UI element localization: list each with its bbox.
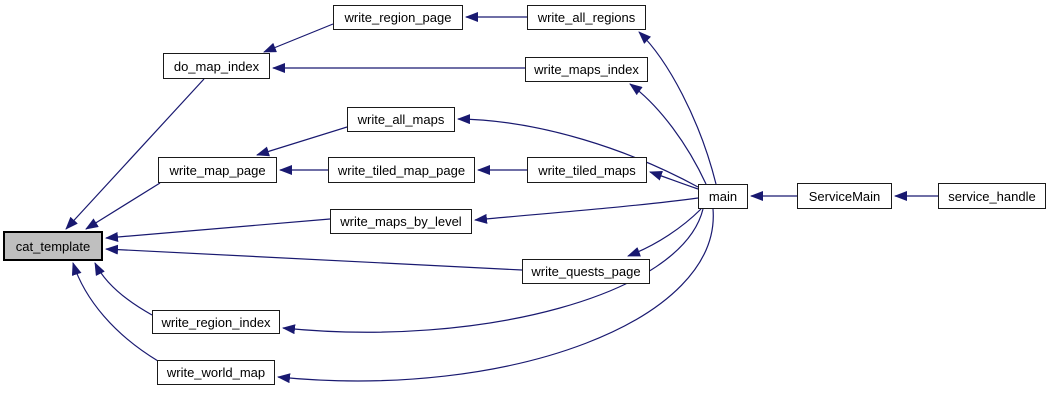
node-label: write_world_map [166,365,266,380]
node-label: write_map_page [169,162,266,178]
edge-write_map_page-to-cat_template [85,182,161,230]
edge-write_all_maps-to-write_map_page [256,126,348,157]
node-do_map_index[interactable]: do_map_index [163,53,270,79]
node-label: do_map_index [173,58,260,74]
edge-main-to-write_all_maps [457,114,699,188]
edge-do_map_index-to-cat_template [65,78,205,230]
node-ServiceMain[interactable]: ServiceMain [797,183,892,209]
node-label: service_handle [948,188,1036,204]
edge-write_maps_by_level-to-cat_template [105,218,331,242]
node-cat_template: cat_template [3,231,103,261]
node-label: write_maps_by_level [340,214,462,229]
node-write_maps_index[interactable]: write_maps_index [525,57,648,82]
edge-main-to-write_tiled_maps [649,171,699,190]
node-label: write_all_maps [357,112,445,127]
edge-main-to-write_region_index [282,208,704,335]
node-label: write_maps_index [534,62,639,77]
node-write_all_maps[interactable]: write_all_maps [347,107,455,132]
node-label: ServiceMain [808,188,881,204]
node-label: main [708,189,738,204]
edge-write_world_map-to-cat_template [71,262,159,362]
node-write_world_map[interactable]: write_world_map [157,360,275,385]
node-write_all_regions[interactable]: write_all_regions [527,5,646,30]
edge-main-to-write_maps_by_level [474,197,699,224]
node-write_region_page[interactable]: write_region_page [333,5,463,30]
node-label: write_all_regions [537,10,636,25]
node-label: cat_template [15,238,91,254]
edge-write_quests_page-to-cat_template [105,244,523,271]
edge-write_region_page-to-do_map_index [263,23,334,53]
edge-write_region_index-to-cat_template [94,262,153,316]
edge-main-to-write_quests_page [627,208,702,257]
node-write_maps_by_level[interactable]: write_maps_by_level [330,209,472,234]
node-label: write_region_page [344,10,452,25]
node-write_tiled_map_page[interactable]: write_tiled_map_page [328,157,475,183]
node-main[interactable]: main [698,184,748,209]
node-write_map_page[interactable]: write_map_page [158,157,277,183]
node-write_tiled_maps[interactable]: write_tiled_maps [527,157,647,183]
edge-main-to-write_all_regions [638,31,717,185]
node-label: write_tiled_maps [538,162,636,178]
node-label: write_region_index [161,314,271,330]
edge-main-to-write_world_map [277,208,714,384]
node-label: write_quests_page [531,264,641,279]
node-write_region_index[interactable]: write_region_index [152,310,280,334]
node-write_quests_page[interactable]: write_quests_page [522,259,650,284]
node-service_handle[interactable]: service_handle [938,183,1046,209]
edge-main-to-write_maps_index [629,83,707,185]
node-label: write_tiled_map_page [337,162,466,178]
